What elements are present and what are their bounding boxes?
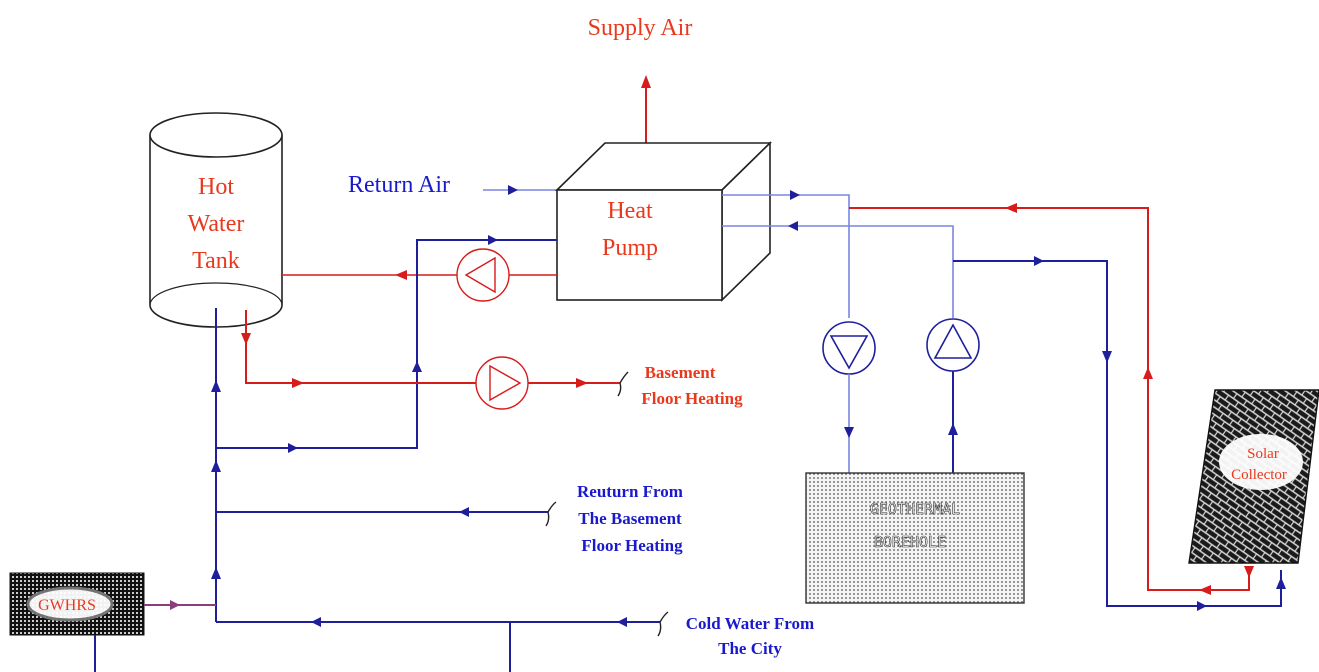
return-basement-label-line3: Floor Heating xyxy=(581,536,683,555)
supply-air: Supply Air xyxy=(588,15,693,143)
tank-label-line2: Water xyxy=(188,211,245,237)
solar-label-line1: Solar xyxy=(1247,446,1279,462)
tank-label-line3: Tank xyxy=(192,248,240,274)
basement-heating-label-line2: Floor Heating xyxy=(641,389,743,408)
return-from-basement: Reuturn From The Basement Floor Heating xyxy=(216,482,683,555)
tank-label-line1: Hot xyxy=(198,174,234,200)
return-basement-label-line2: The Basement xyxy=(578,509,682,528)
return-basement-label-line1: Reuturn From xyxy=(577,482,683,501)
geothermal-pump-up-icon xyxy=(926,318,980,372)
geothermal-pump-down-icon xyxy=(822,321,876,375)
borehole-label-line2: BOREHOLE xyxy=(874,533,946,551)
supply-air-label: Supply Air xyxy=(588,15,693,41)
borehole-label-line1: GEOTHERMAL xyxy=(870,500,960,518)
solar-collector: Solar Collector xyxy=(1188,389,1319,564)
heat-pump: Heat Pump xyxy=(555,141,772,302)
gwhrs: GWHRS xyxy=(9,572,216,672)
tank-supply-line xyxy=(211,308,221,622)
tank-pump-icon xyxy=(456,248,510,302)
basement-heating-loop: Basement Floor Heating xyxy=(241,310,743,410)
geothermal-loop xyxy=(722,190,980,473)
gwhrs-label: GWHRS xyxy=(38,597,96,614)
return-air: Return Air xyxy=(348,172,557,198)
cold-water-label-line1: Cold Water From xyxy=(686,614,814,633)
solar-loop xyxy=(849,203,1286,611)
return-air-label: Return Air xyxy=(348,172,450,198)
geothermal-borehole: GEOTHERMAL BOREHOLE xyxy=(805,472,1025,604)
hot-water-tank: Hot Water Tank xyxy=(149,112,283,328)
basement-heating-label-line1: Basement xyxy=(645,363,716,382)
solar-label-line2: Collector xyxy=(1231,467,1287,483)
heat-pump-label-line1: Heat xyxy=(607,198,653,224)
cold-water-label-line2: The City xyxy=(718,639,782,658)
tank-heatpump-loop xyxy=(216,235,557,453)
heat-pump-label-line2: Pump xyxy=(602,235,658,261)
cold-water-from-city: Cold Water From The City xyxy=(216,611,814,672)
